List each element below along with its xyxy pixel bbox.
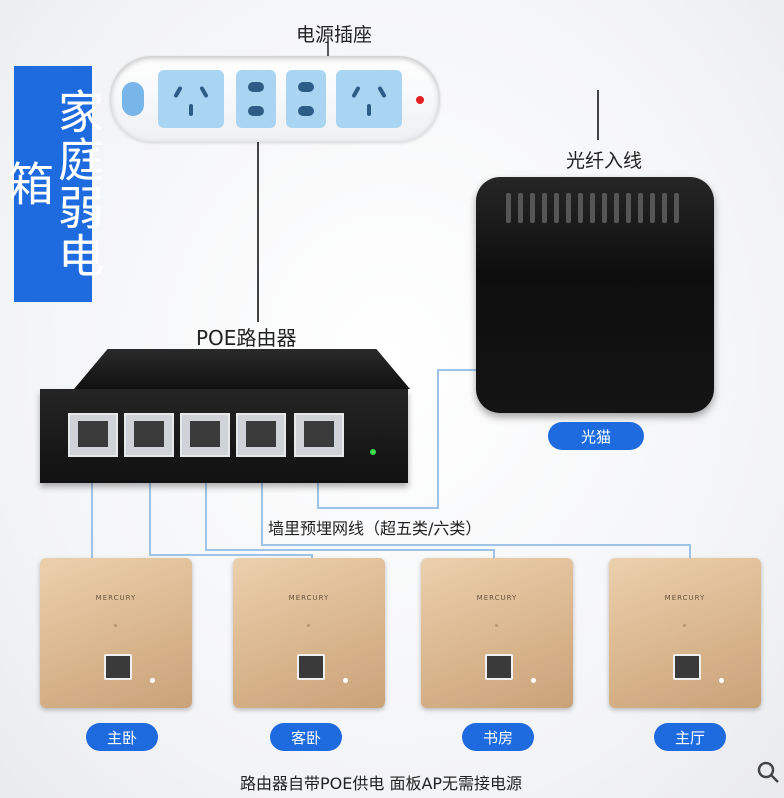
- router-top: [74, 349, 410, 389]
- poe-router-label: POE路由器: [196, 326, 297, 350]
- panel-ap-3: MERCURY: [421, 558, 573, 708]
- poe-router: [40, 389, 408, 483]
- lan-line-3: [205, 466, 495, 560]
- room-label-3: 书房: [462, 723, 534, 751]
- power-led: [416, 96, 424, 104]
- power-strip: [110, 56, 440, 142]
- room-label-2: 客卧: [270, 723, 342, 751]
- panel-brand: MERCURY: [95, 594, 137, 602]
- lan-port-2: [124, 413, 174, 457]
- lan-line-4: [261, 466, 691, 560]
- panel-brand: MERCURY: [288, 594, 330, 602]
- modem-label: 光猫: [548, 422, 644, 450]
- panel-brand: MERCURY: [664, 594, 706, 602]
- fiber-in-label: 光纤入线: [566, 150, 643, 172]
- router-led: [370, 449, 376, 455]
- three-pin-socket-1: [158, 70, 224, 128]
- lan-line-2: [149, 466, 313, 560]
- footer-note: 路由器自带POE供电 面板AP无需接电源: [240, 774, 523, 793]
- room-label-4: 主厅: [654, 723, 726, 751]
- wall-cable-label: 墙里预埋网线（超五类/六类）: [268, 519, 482, 538]
- panel-brand: MERCURY: [476, 594, 518, 602]
- three-pin-socket-2: [336, 70, 402, 128]
- panel-port: [104, 654, 132, 680]
- panel-ap-4: MERCURY: [609, 558, 761, 708]
- wan-line: [317, 369, 476, 509]
- weak-current-box-label: 家庭弱电箱: [1, 66, 105, 302]
- lan-port-4: [236, 413, 286, 457]
- panel-port: [673, 654, 701, 680]
- room-label-1: 主卧: [86, 723, 158, 751]
- power-switch: [122, 82, 144, 116]
- panel-port: [297, 654, 325, 680]
- search-icon[interactable]: [756, 760, 780, 784]
- wan-port: [294, 413, 344, 457]
- lan-port-1: [68, 413, 118, 457]
- panel-ap-1: MERCURY: [40, 558, 192, 708]
- panel-port: [485, 654, 513, 680]
- lan-port-3: [180, 413, 230, 457]
- panel-ap-2: MERCURY: [233, 558, 385, 708]
- two-pin-socket-2: [286, 70, 326, 128]
- power-socket-label: 电源插座: [296, 24, 373, 46]
- optical-modem: [476, 177, 714, 413]
- two-pin-socket-1: [236, 70, 276, 128]
